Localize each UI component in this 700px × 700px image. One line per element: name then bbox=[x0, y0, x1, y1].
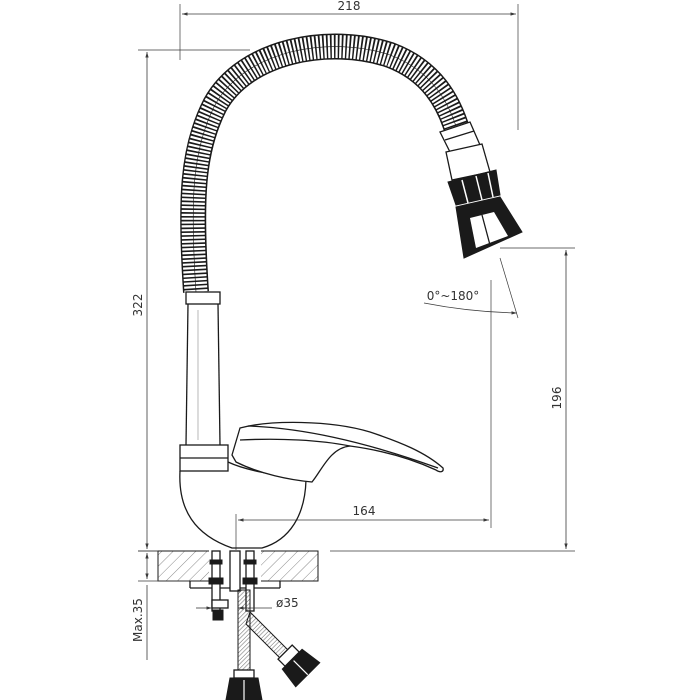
rigid-tube bbox=[185, 291, 221, 446]
spout-height-label: 196 bbox=[550, 387, 564, 410]
lever-handle bbox=[231, 421, 444, 483]
aerator-head bbox=[439, 121, 523, 259]
width-label: 218 bbox=[338, 0, 361, 13]
faucet-body bbox=[179, 444, 307, 549]
spout-reach-dimension: 164 bbox=[235, 280, 492, 560]
width-dimension: 218 bbox=[179, 0, 519, 130]
hole-diameter-label: ø35 bbox=[276, 596, 299, 610]
swivel-angle-dimension: 0°~180° bbox=[423, 257, 519, 319]
counter-thickness-dimension: Max.35 bbox=[131, 553, 149, 660]
spout-reach-label: 164 bbox=[353, 504, 376, 518]
countertop bbox=[138, 550, 319, 589]
height-label: 322 bbox=[131, 294, 145, 317]
supply-hoses bbox=[225, 589, 321, 700]
swivel-angle-label: 0°~180° bbox=[427, 289, 480, 303]
spout-height-dimension: 196 bbox=[330, 247, 575, 552]
flexible-spout-hose bbox=[180, 33, 473, 293]
counter-thickness-label: Max.35 bbox=[131, 598, 145, 642]
